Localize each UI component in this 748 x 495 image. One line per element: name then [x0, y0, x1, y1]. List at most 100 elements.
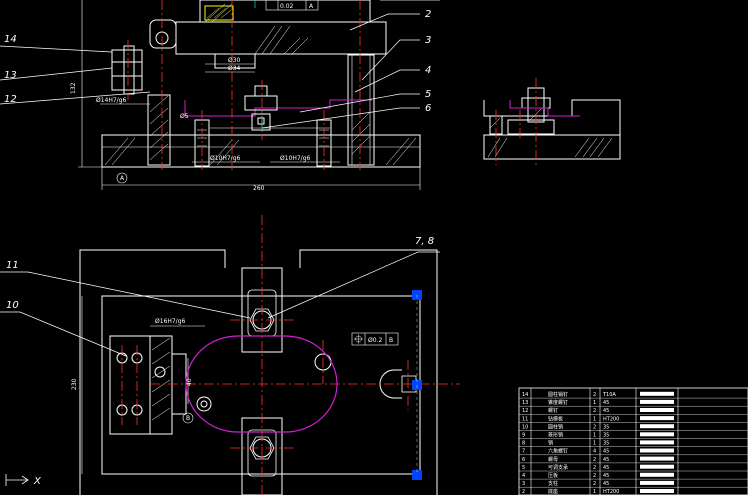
balloon-a-text: A	[120, 175, 125, 182]
dim-d5: Ø5	[180, 113, 189, 120]
label-part-10: 10	[6, 300, 19, 311]
table-spec-text	[640, 456, 674, 461]
table-cell-qty: 1	[593, 489, 596, 495]
table-cell-name: 可调支承	[548, 464, 568, 471]
left-column[interactable]	[147, 94, 171, 166]
table-cell-no: 13	[522, 400, 528, 406]
table-spec-text	[640, 448, 674, 453]
table-cell-no: 3	[522, 481, 525, 487]
front-view-cyan-marks	[254, 0, 263, 132]
front-view[interactable]	[78, 0, 421, 190]
ucs-x-label: X	[33, 476, 42, 487]
dim-fit-14: Ø14H7/g6	[96, 97, 127, 104]
table-cell-no: 7	[522, 449, 525, 455]
table-cell-mat: 35	[603, 441, 609, 447]
table-cell-qty: 2	[593, 473, 596, 479]
dim-fit-10a: Ø10H7/g6	[210, 155, 241, 162]
label-part-5: 5	[425, 89, 431, 100]
dim-fit-10b: Ø10H7/g6	[280, 155, 311, 162]
bushing-body[interactable]	[214, 53, 256, 69]
table-cell-mat: 45	[603, 408, 609, 414]
tolerance-frame-top	[265, 0, 319, 11]
table-spec-text	[640, 424, 674, 429]
datum-balloon-b	[182, 412, 194, 424]
support-block[interactable]	[251, 113, 271, 131]
label-part-2: 2	[425, 9, 431, 20]
top-view-centerlines	[121, 215, 460, 495]
top-clamp-block[interactable]	[109, 335, 151, 435]
top-view[interactable]	[79, 249, 438, 495]
table-spec-text	[640, 440, 674, 445]
label-part-12: 12	[4, 94, 17, 105]
dim-fit-16: Ø16H7/g6	[155, 318, 186, 325]
table-cell-qty: 4	[593, 449, 596, 455]
front-view-centerlines	[127, 0, 361, 170]
position-tolerance-frame	[351, 332, 399, 346]
workpiece-outline[interactable]	[184, 99, 372, 117]
table-cell-mat: 45	[603, 473, 609, 479]
side-centerlines	[495, 78, 537, 165]
table-cell-name: 菱形销	[548, 432, 563, 439]
table-spec-text	[640, 472, 674, 477]
top-outer-right[interactable]	[299, 249, 438, 495]
table-cell-mat: 45	[603, 465, 609, 471]
table-cell-mat: 45	[603, 400, 609, 406]
drill-plate-top[interactable]	[199, 0, 371, 23]
table-cell-no: 9	[522, 433, 525, 439]
table-cell-qty: 1	[593, 433, 596, 439]
pos-tolerance-value: Ø0.2	[368, 337, 382, 344]
dim-d30: Ø30	[228, 57, 241, 64]
dim-260: 260	[253, 185, 265, 192]
table-cell-name: 六角螺钉	[548, 448, 568, 455]
datum-balloon-a	[116, 172, 128, 184]
dim-230: 230	[71, 378, 78, 390]
table-cell-no: 8	[522, 441, 525, 447]
table-cell-name: 压板	[548, 472, 558, 479]
table-cell-no: 11	[522, 416, 528, 422]
top-column-upper[interactable]	[241, 267, 283, 353]
table-cell-mat: 45	[603, 457, 609, 463]
table-cell-no: 6	[522, 457, 525, 463]
side-view[interactable]	[483, 87, 621, 160]
tolerance-datum: A	[309, 3, 314, 10]
table-cell-name: 销	[548, 440, 553, 447]
table-cell-mat: 45	[603, 481, 609, 487]
table-cell-name: 螺母	[548, 456, 558, 463]
dim-40: 40	[186, 378, 193, 386]
label-part-6: 6	[425, 103, 431, 114]
top-leaders	[0, 251, 440, 357]
table-cell-mat: 35	[603, 424, 609, 430]
table-spec-text	[640, 408, 674, 412]
label-part-4: 4	[425, 65, 431, 76]
drill-bushing-top[interactable]	[204, 5, 234, 21]
table-cell-name: 锥度螺钉	[548, 399, 568, 406]
table-cell-qty: 1	[593, 441, 596, 447]
grip-bottom[interactable]	[412, 470, 422, 480]
hinge-block[interactable]	[149, 19, 177, 49]
table-cell-mat: HT200	[603, 416, 619, 422]
side-base[interactable]	[483, 134, 621, 160]
label-part-11: 11	[6, 260, 19, 271]
clamp-block[interactable]	[111, 49, 143, 91]
workpiece-top[interactable]	[185, 335, 338, 433]
table-cell-no: 10	[522, 424, 528, 430]
table-spec-text	[640, 480, 674, 485]
side-body[interactable]	[483, 99, 621, 135]
side-workpiece-outline[interactable]	[509, 100, 580, 117]
table-cell-name: 钻模板	[548, 415, 563, 422]
locating-pin[interactable]	[196, 396, 212, 412]
table-cell-no: 14	[522, 392, 528, 398]
table-spec-text	[640, 432, 674, 437]
table-spec-text	[640, 391, 674, 396]
table-cell-qty: 2	[593, 481, 596, 487]
table-cell-qty: 2	[593, 465, 596, 471]
top-outer-left[interactable]	[79, 249, 226, 495]
table-spec-text	[640, 489, 674, 493]
base-plate[interactable]	[101, 134, 421, 168]
label-part-7-8: 7, 8	[415, 236, 434, 247]
right-column[interactable]	[347, 54, 375, 166]
drill-plate[interactable]	[175, 21, 387, 55]
